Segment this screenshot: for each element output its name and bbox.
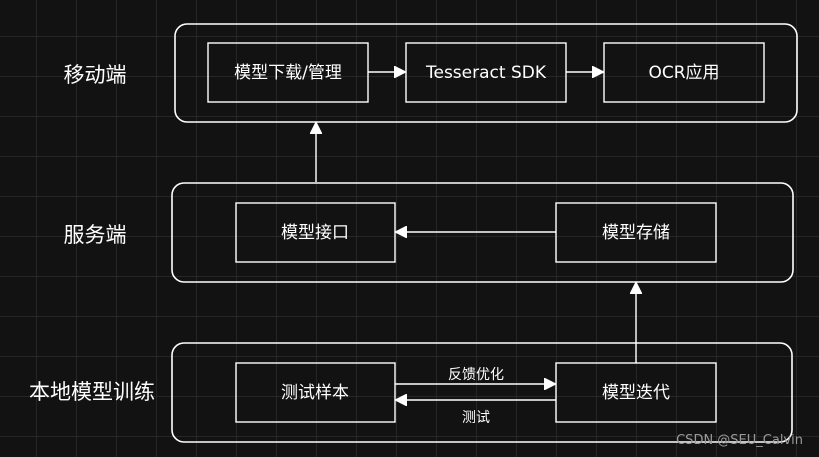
server-layer-label: 服务端 [64, 223, 127, 247]
training-layer-label: 本地模型训练 [29, 380, 155, 404]
feedback-optimize-label: 反馈优化 [448, 367, 504, 383]
tesseract-sdk-label: Tesseract SDK [425, 63, 547, 83]
model-api-label: 模型接口 [281, 223, 349, 243]
test-edge-label: 测试 [462, 410, 490, 426]
test-samples-node[interactable] [235, 362, 396, 423]
csdn-watermark: CSDN @SEU_Calvin [676, 433, 803, 448]
ocr-app-node[interactable] [603, 42, 765, 103]
model-iteration-label: 模型迭代 [602, 383, 670, 403]
test-samples-label: 测试样本 [281, 383, 349, 403]
mobile-layer-label: 移动端 [64, 63, 127, 87]
model-storage-label: 模型存储 [602, 223, 670, 243]
ocr-app-label: OCR应用 [648, 63, 719, 83]
training-layer-box [171, 342, 793, 443]
model-download-label: 模型下载/管理 [234, 63, 342, 83]
server-layer-box [171, 182, 794, 283]
mobile-layer-box [174, 23, 798, 123]
